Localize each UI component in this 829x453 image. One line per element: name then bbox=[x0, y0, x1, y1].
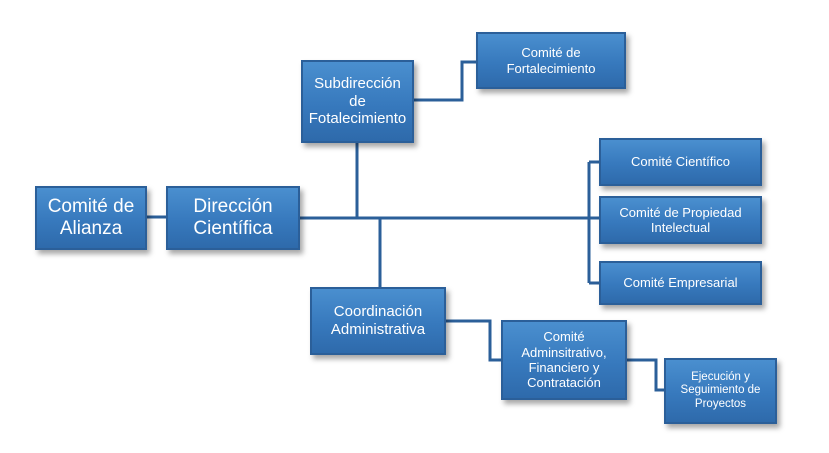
comite-fortalecimiento-box: Comité de Fortalecimiento bbox=[476, 32, 626, 89]
direccion-cientifica-box: Dirección Científica bbox=[166, 186, 300, 250]
comite-propiedad-box: Comité de Propiedad Intelectual bbox=[599, 196, 762, 244]
connector-subdireccion-fortalecimiento bbox=[414, 60, 476, 102]
comite-empresarial-box: Comité Empresarial bbox=[599, 261, 762, 305]
connector-administrativo-ejecucion bbox=[627, 358, 664, 392]
comite-administrativo-box: Comité Adminsitrativo, Financiero y Cont… bbox=[501, 320, 627, 400]
comite-alianza-box: Comité de Alianza bbox=[35, 186, 147, 250]
comite-cientifico-box: Comité Científico bbox=[599, 138, 762, 186]
subdireccion-box: Subdirección de Fotalecimiento bbox=[301, 60, 414, 143]
coordinacion-box: Coordinación Administrativa bbox=[310, 287, 446, 355]
connector-coordinacion-administrativo bbox=[446, 319, 501, 362]
ejecucion-box: Ejecución y Seguimiento de Proyectos bbox=[664, 358, 777, 424]
